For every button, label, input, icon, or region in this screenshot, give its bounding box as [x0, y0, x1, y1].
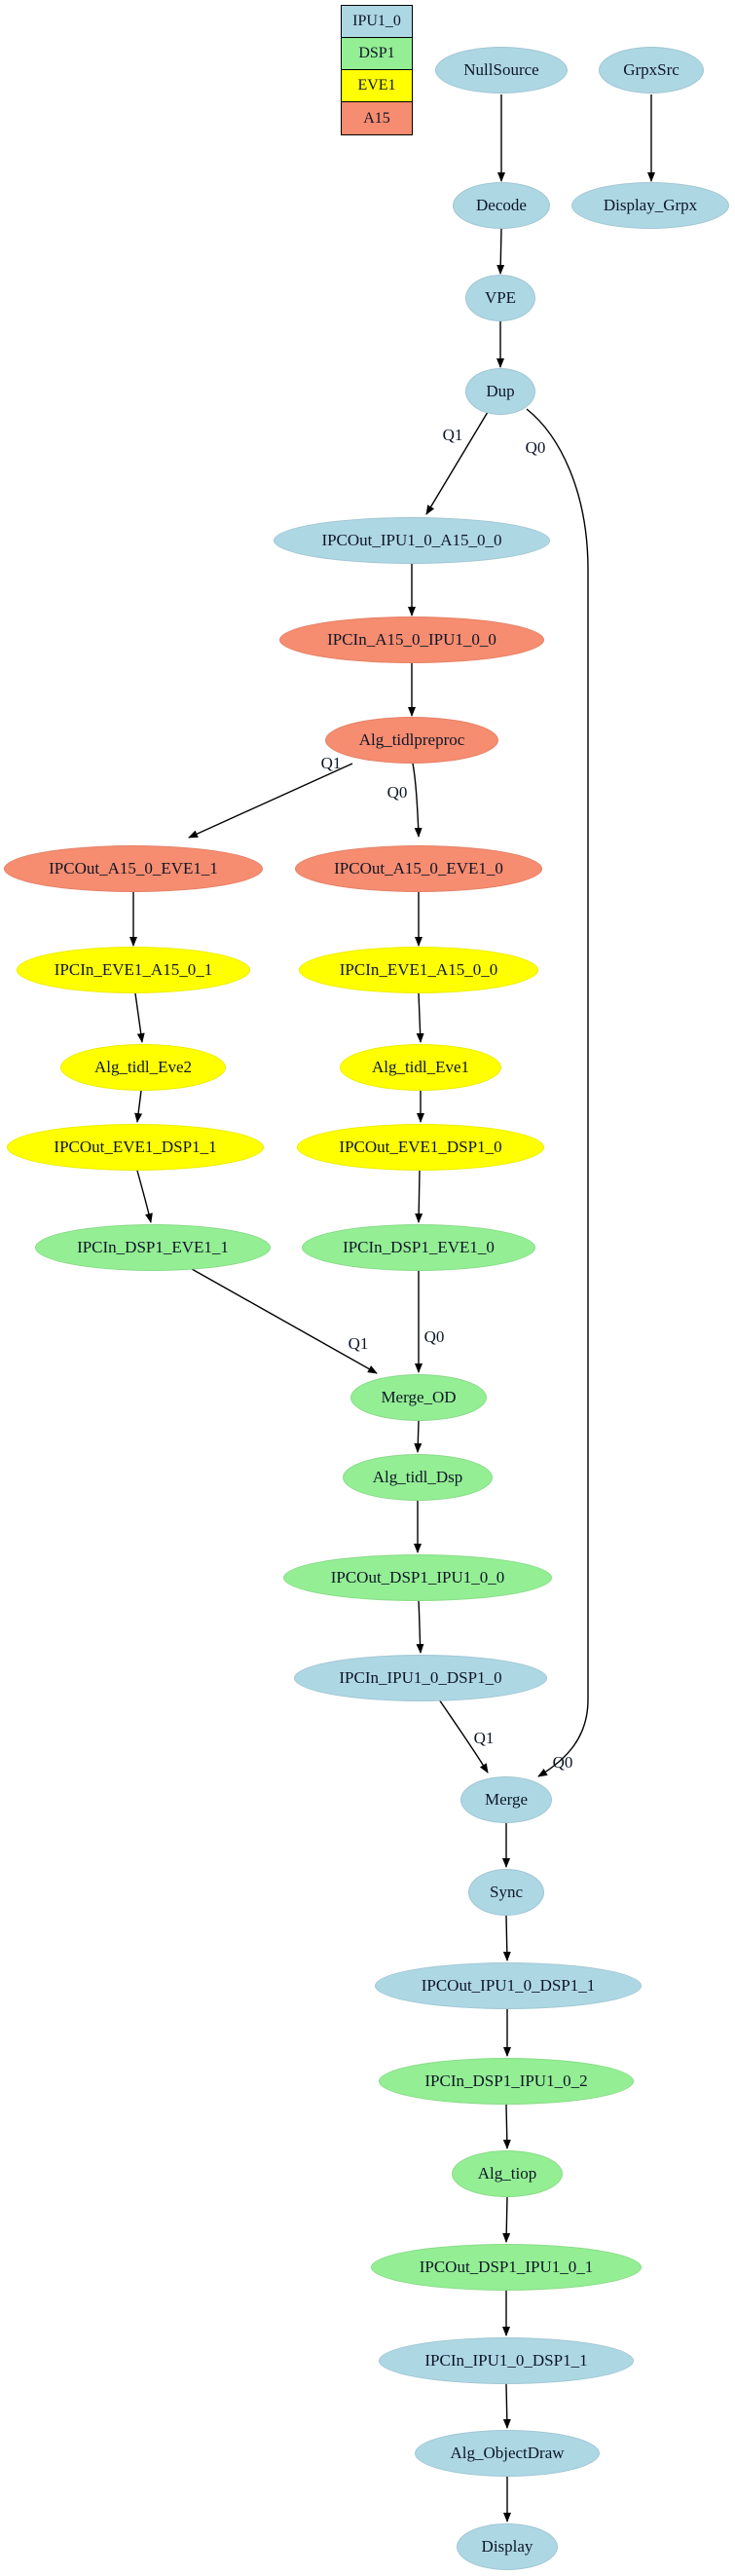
node-Alg_tidl_Eve1: Alg_tidl_Eve1 — [340, 1044, 501, 1091]
node-IPCOut_DSP1_IPU1_0_1: IPCOut_DSP1_IPU1_0_1 — [371, 2244, 642, 2291]
legend-item-EVE1: EVE1 — [342, 70, 412, 102]
edge-Alg_tidlpreproc-to-IPCOut_A15_0_EVE1_1-Q1 — [188, 763, 353, 839]
node-VPE: VPE — [465, 275, 535, 321]
edge-label-Q1: Q1 — [320, 754, 342, 772]
edge-Dup-to-Merge-Q0 — [526, 408, 589, 1777]
node-IPCOut_IPU1_0_DSP1_1: IPCOut_IPU1_0_DSP1_1 — [375, 1962, 642, 2009]
edge-Alg_tidl_Eve2-to-IPCOut_EVE1_DSP1_1 — [134, 1090, 143, 1123]
edge-IPCOut_EVE1_DSP1_0-to-IPCIn_DSP1_EVE1_0 — [415, 1170, 423, 1223]
edge-Decode-to-VPE — [496, 228, 505, 275]
node-IPCOut_A15_0_EVE1_0: IPCOut_A15_0_EVE1_0 — [295, 845, 542, 892]
node-Alg_tidlpreproc: Alg_tidlpreproc — [325, 717, 498, 764]
node-NullSource: NullSource — [435, 47, 568, 93]
node-Decode: Decode — [453, 182, 550, 229]
node-GrpxSrc: GrpxSrc — [599, 47, 704, 93]
legend-item-A15: A15 — [342, 102, 412, 134]
edge-IPCOut_DSP1_IPU1_0_0-to-IPCIn_IPU1_0_DSP1_0 — [416, 1600, 424, 1654]
edge-Alg_tidlpreproc-to-IPCOut_A15_0_EVE1_0-Q0 — [412, 763, 423, 838]
edge-label-Q0: Q0 — [423, 1327, 445, 1346]
node-IPCOut_EVE1_DSP1_1: IPCOut_EVE1_DSP1_1 — [7, 1124, 264, 1171]
node-IPCIn_DSP1_EVE1_1: IPCIn_DSP1_EVE1_1 — [35, 1224, 271, 1271]
edge-label-Q1: Q1 — [442, 426, 463, 444]
node-IPCOut_EVE1_DSP1_0: IPCOut_EVE1_DSP1_0 — [297, 1124, 544, 1171]
node-Display: Display — [457, 2523, 558, 2570]
node-IPCIn_IPU1_0_DSP1_1: IPCIn_IPU1_0_DSP1_1 — [379, 2337, 634, 2384]
edge-IPCIn_EVE1_A15_0_1-to-Alg_tidl_Eve2 — [134, 992, 145, 1043]
edge-IPCIn_EVE1_A15_0_0-to-Alg_tidl_Eve1 — [416, 992, 424, 1043]
node-Alg_tidl_Eve2: Alg_tidl_Eve2 — [60, 1044, 226, 1091]
edge-Merge_OD-to-Alg_tidl_Dsp — [414, 1420, 423, 1453]
edge-IPCIn_IPU1_0_DSP1_1-to-Alg_ObjectDraw — [502, 2383, 511, 2429]
edge-IPCOut_EVE1_DSP1_1-to-IPCIn_DSP1_EVE1_1 — [136, 1170, 153, 1223]
node-IPCIn_IPU1_0_DSP1_0: IPCIn_IPU1_0_DSP1_0 — [294, 1655, 547, 1701]
node-Merge: Merge — [460, 1776, 552, 1823]
node-IPCIn_A15_0_IPU1_0_0: IPCIn_A15_0_IPU1_0_0 — [279, 616, 544, 663]
node-Alg_ObjectDraw: Alg_ObjectDraw — [415, 2430, 600, 2477]
node-IPCIn_DSP1_IPU1_0_2: IPCIn_DSP1_IPU1_0_2 — [379, 2058, 634, 2105]
node-IPCIn_EVE1_A15_0_1: IPCIn_EVE1_A15_0_1 — [17, 947, 250, 993]
node-Alg_tiop: Alg_tiop — [452, 2150, 563, 2197]
edge-label-Q0: Q0 — [386, 783, 408, 802]
edge-Dup-to-IPCOut_IPU1_0_A15_0_0-Q1 — [425, 411, 489, 515]
edge-Alg_tiop-to-IPCOut_DSP1_IPU1_0_1 — [502, 2196, 511, 2243]
node-IPCOut_IPU1_0_A15_0_0: IPCOut_IPU1_0_A15_0_0 — [274, 517, 550, 564]
node-Dup: Dup — [465, 368, 535, 415]
legend-item-DSP1: DSP1 — [342, 38, 412, 70]
edge-label-Q0: Q0 — [552, 1753, 573, 1772]
edge-label-Q0: Q0 — [525, 438, 546, 457]
node-Display_Grpx: Display_Grpx — [571, 182, 729, 229]
edge-IPCIn_DSP1_EVE1_1-to-Merge_OD-Q1 — [191, 1268, 378, 1374]
node-IPCIn_EVE1_A15_0_0: IPCIn_EVE1_A15_0_0 — [299, 947, 538, 993]
legend-item-IPU1_0: IPU1_0 — [342, 6, 412, 38]
node-Alg_tidl_Dsp: Alg_tidl_Dsp — [343, 1454, 493, 1501]
edge-label-Q1: Q1 — [473, 1729, 495, 1747]
node-Sync: Sync — [468, 1869, 544, 1916]
node-IPCOut_A15_0_EVE1_1: IPCOut_A15_0_EVE1_1 — [4, 845, 263, 892]
edge-label-Q1: Q1 — [348, 1334, 369, 1353]
node-IPCOut_DSP1_IPU1_0_0: IPCOut_DSP1_IPU1_0_0 — [283, 1554, 552, 1601]
edge-IPCIn_DSP1_IPU1_0_2-to-Alg_tiop — [502, 2104, 511, 2149]
node-IPCIn_DSP1_EVE1_0: IPCIn_DSP1_EVE1_0 — [302, 1224, 535, 1271]
edge-IPCIn_IPU1_0_DSP1_0-to-Merge-Q1 — [438, 1699, 489, 1773]
edge-Sync-to-IPCOut_IPU1_0_DSP1_1 — [502, 1915, 511, 1961]
node-Merge_OD: Merge_OD — [350, 1374, 487, 1421]
